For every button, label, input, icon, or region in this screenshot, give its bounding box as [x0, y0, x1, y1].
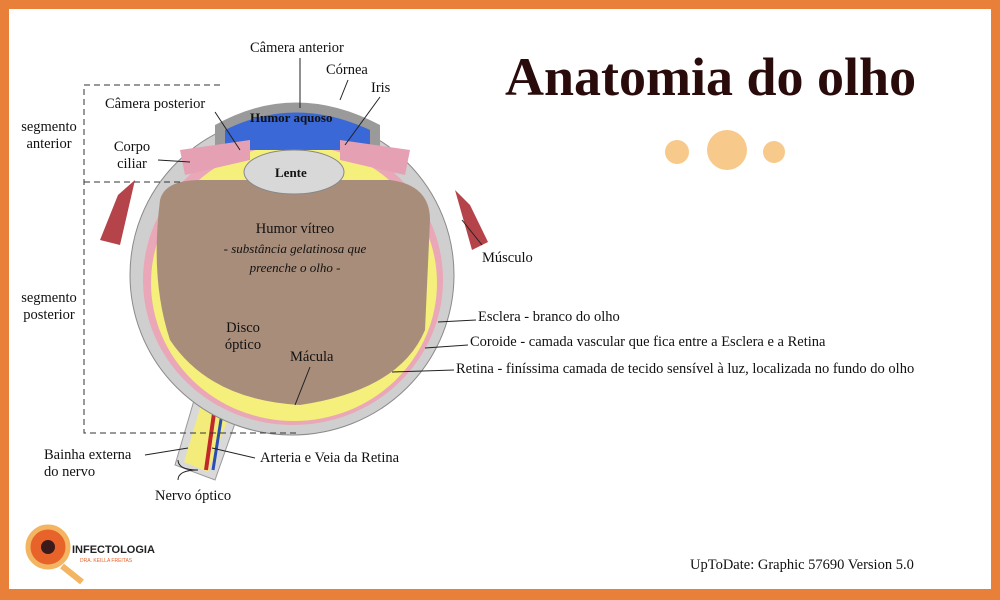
label-camera-posterior: Câmera posterior	[105, 96, 206, 112]
label-iris: Iris	[371, 80, 391, 96]
label-line: anterior	[26, 136, 72, 152]
label-line: Corpo	[113, 139, 151, 155]
vitreous-body	[156, 180, 430, 405]
label-line: ciliar	[117, 156, 147, 172]
label-line: segmento	[21, 119, 77, 135]
label-line: Disco	[226, 320, 260, 336]
label-line: óptico	[224, 337, 262, 353]
label-line: Bainha externa	[44, 447, 132, 463]
muscle-left	[100, 180, 135, 245]
label-camera-anterior: Câmera anterior	[250, 40, 344, 56]
segment-box	[83, 84, 300, 434]
label-line: do nervo	[44, 464, 96, 480]
label-humor-vitreo-desc-1: - substância gelatinosa que	[223, 241, 367, 256]
muscle-right	[455, 190, 488, 250]
label-retina: Retina - finíssima camada de tecido sens…	[456, 361, 915, 377]
label-macula: Mácula	[290, 349, 334, 365]
label-cornea: Córnea	[326, 62, 368, 78]
page-title: Anatomia do olho	[505, 47, 917, 107]
label-arteria-veia: Arteria e Veia da Retina	[260, 450, 400, 466]
label-humor-vitreo: Humor vítreo	[255, 221, 335, 237]
label-coroide: Coroide - camada vascular que fica entre…	[470, 334, 826, 350]
label-musculo: Músculo	[482, 250, 533, 266]
label-humor-vitreo-desc-2: preenche o olho -	[249, 260, 341, 275]
label-lente: Lente	[275, 165, 307, 180]
lens	[243, 149, 345, 195]
infectologia-logo: INFECTOLOGIA DRA. KEILLA FREITAS	[25, 524, 155, 585]
label-line: posterior	[23, 307, 75, 323]
ciliary-body-left	[180, 140, 250, 175]
virus-icons	[665, 130, 785, 170]
leader-lines	[144, 58, 483, 481]
aqueous-humor	[225, 112, 370, 150]
svg-text:DRA. KEILLA FREITAS: DRA. KEILLA FREITAS	[80, 558, 133, 564]
label-humor-aquoso: Humor aquoso	[250, 110, 333, 125]
label-esclera: Esclera - branco do olho	[478, 309, 620, 325]
label-line: segmento	[21, 290, 77, 306]
credit-text: UpToDate: Graphic 57690 Version 5.0	[690, 557, 914, 573]
label-nervo-optico: Nervo óptico	[155, 488, 232, 504]
ciliary-body-right	[340, 140, 410, 175]
svg-text:INFECTOLOGIA: INFECTOLOGIA	[72, 544, 155, 556]
